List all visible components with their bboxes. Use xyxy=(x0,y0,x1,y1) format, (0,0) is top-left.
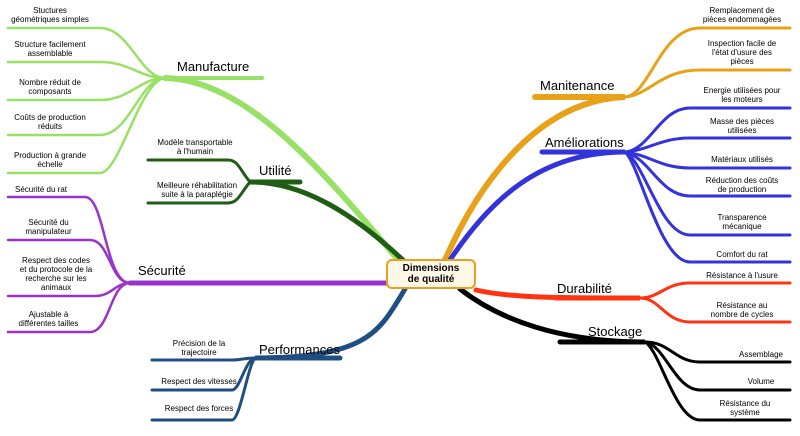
branch-label-maintenance: Manitenance xyxy=(540,78,615,93)
leaf-line: pièces xyxy=(730,57,754,66)
leaf-line: Résistance au xyxy=(716,301,768,310)
leaf-line: utilisées xyxy=(727,126,757,135)
branch-lines-performances xyxy=(150,286,408,422)
branch-lines-ameliorations xyxy=(447,106,792,264)
leaf-line: Modèle transportable xyxy=(157,138,233,147)
leaf-utilite: Meilleure réhabilitation suite à la para… xyxy=(150,181,244,199)
leaf-line: l'état d'usure des xyxy=(712,48,772,57)
leaf-line: manipulateur xyxy=(25,227,72,236)
leaf-line: Structure facilement xyxy=(14,40,86,49)
leaf-maintenance: Inspection facile de l'état d'usure des … xyxy=(692,39,792,66)
leaf-line: Comfort du rat xyxy=(716,250,768,259)
branch-lines-maintenance xyxy=(442,26,792,263)
leaf-ameliorations: Matériaux utilisés xyxy=(692,155,792,164)
leaf-performances: Respect des vitesses xyxy=(155,377,243,386)
leaf-line: à l'humain xyxy=(176,147,214,156)
leaf-stockage: Résistance du système xyxy=(700,399,790,417)
leaf-manufacture: Nombre réduit de composants xyxy=(6,78,94,96)
leaf-line: géométriques simples xyxy=(11,15,89,24)
central-node-line2: de qualité xyxy=(407,274,455,285)
leaf-line: assemblable xyxy=(27,49,73,58)
leaf-ameliorations: Comfort du rat xyxy=(692,250,792,259)
leaf-line: différentes tailles xyxy=(18,319,79,328)
leaf-manufacture: Coûts de production réduits xyxy=(6,113,94,131)
branch-lines-manufacture xyxy=(6,26,403,265)
leaf-line: Sécurité du xyxy=(28,218,69,227)
leaf-line: et du protocole de la xyxy=(19,265,93,274)
leaf-line: Respect des vitesses xyxy=(161,377,237,386)
leaf-ameliorations: Masse des pièces utilisées xyxy=(692,117,792,135)
leaf-line: nombre de cycles xyxy=(710,310,774,319)
leaf-manufacture: Production à grande échelle xyxy=(6,151,94,169)
leaf-line: recherche sur les xyxy=(25,274,87,283)
leaf-line: Inspection facile de xyxy=(707,39,777,48)
branch-label-utilite: Utilité xyxy=(259,163,292,178)
leaf-manufacture: Structure facilement assemblable xyxy=(6,40,94,58)
leaf-line: Nombre réduit de xyxy=(19,78,81,87)
leaf-line: Matériaux utilisés xyxy=(711,155,773,164)
leaf-securite: Sécurité du rat xyxy=(6,185,76,194)
leaf-performances: Précision de la trajectoire xyxy=(155,339,243,357)
branch-label-manufacture: Manufacture xyxy=(177,59,250,74)
central-node: Dimensions de qualité xyxy=(386,259,476,289)
leaf-securite: Ajustable à différentes tailles xyxy=(6,310,91,328)
leaf-line: Remplacement de xyxy=(709,6,775,15)
leaf-maintenance: Remplacement de pièces endommagées xyxy=(692,6,792,24)
leaf-line: Précision de la xyxy=(172,339,226,348)
leaf-line: Sécurité du rat xyxy=(14,185,68,194)
leaf-line: Coûts de production xyxy=(14,113,86,122)
leaf-line: les moteurs xyxy=(721,95,763,104)
leaf-line: Production à grande xyxy=(13,151,87,160)
branch-label-securite: Sécurité xyxy=(138,263,186,278)
leaf-line: composants xyxy=(28,87,72,96)
leaf-line: animaux xyxy=(40,283,72,292)
branch-lines-securite xyxy=(6,195,389,334)
leaf-durabilite: Résistance à l'usure xyxy=(692,271,792,280)
leaf-line: mécanique xyxy=(722,222,762,231)
leaf-securite: Respect des codes et du protocole de la … xyxy=(6,256,106,292)
branch-label-performances: Performances xyxy=(259,342,340,357)
leaf-performances: Respect des forces xyxy=(155,404,243,413)
branch-lines-stockage xyxy=(457,286,792,422)
leaf-line: Masse des pièces xyxy=(709,117,775,126)
leaf-line: réduits xyxy=(37,122,62,131)
leaf-ameliorations: Transparence mécanique xyxy=(692,213,792,231)
branch-label-durabilite: Durabilité xyxy=(557,281,612,296)
leaf-line: de production xyxy=(717,185,767,194)
leaf-durabilite: Résistance au nombre de cycles xyxy=(692,301,792,319)
branch-lines-utilite xyxy=(146,158,408,265)
leaf-line: Résistance du xyxy=(719,399,771,408)
leaf-securite: Sécurité du manipulateur xyxy=(6,218,91,236)
leaf-line: Assemblage xyxy=(738,350,784,359)
leaf-line: trajectoire xyxy=(181,348,217,357)
leaf-line: suite à la paraplégie xyxy=(161,190,233,199)
leaf-line: Energie utilisées pour xyxy=(703,86,781,95)
leaf-utilite: Modèle transportable à l'humain xyxy=(150,138,240,156)
leaf-line: système xyxy=(730,408,760,417)
leaf-ameliorations: Réduction des coûts de production xyxy=(692,176,792,194)
leaf-line: Réduction des coûts xyxy=(705,176,779,185)
branch-label-ameliorations: Améliorations xyxy=(545,135,624,150)
leaf-line: pièces endommagées xyxy=(702,15,782,24)
leaf-line: Meilleure réhabilitation xyxy=(156,181,238,190)
leaf-line: Respect des forces xyxy=(164,404,234,413)
leaf-line: Stuctures xyxy=(33,6,67,15)
leaf-line: Respect des codes xyxy=(21,256,91,265)
leaf-line: échelle xyxy=(37,160,63,169)
leaf-stockage: Assemblage xyxy=(730,350,792,359)
leaf-stockage: Volume xyxy=(730,377,792,386)
leaf-ameliorations: Energie utilisées pour les moteurs xyxy=(692,86,792,104)
leaf-line: Volume xyxy=(747,377,775,386)
central-node-line1: Dimensions xyxy=(402,263,460,274)
branch-lines-durabilite xyxy=(473,281,792,324)
branch-label-stockage: Stockage xyxy=(588,324,643,339)
leaf-line: Ajustable à xyxy=(28,310,69,319)
leaf-manufacture: Stuctures géométriques simples xyxy=(6,6,94,24)
leaf-line: Transparence xyxy=(717,213,767,222)
leaf-line: Résistance à l'usure xyxy=(706,271,778,280)
